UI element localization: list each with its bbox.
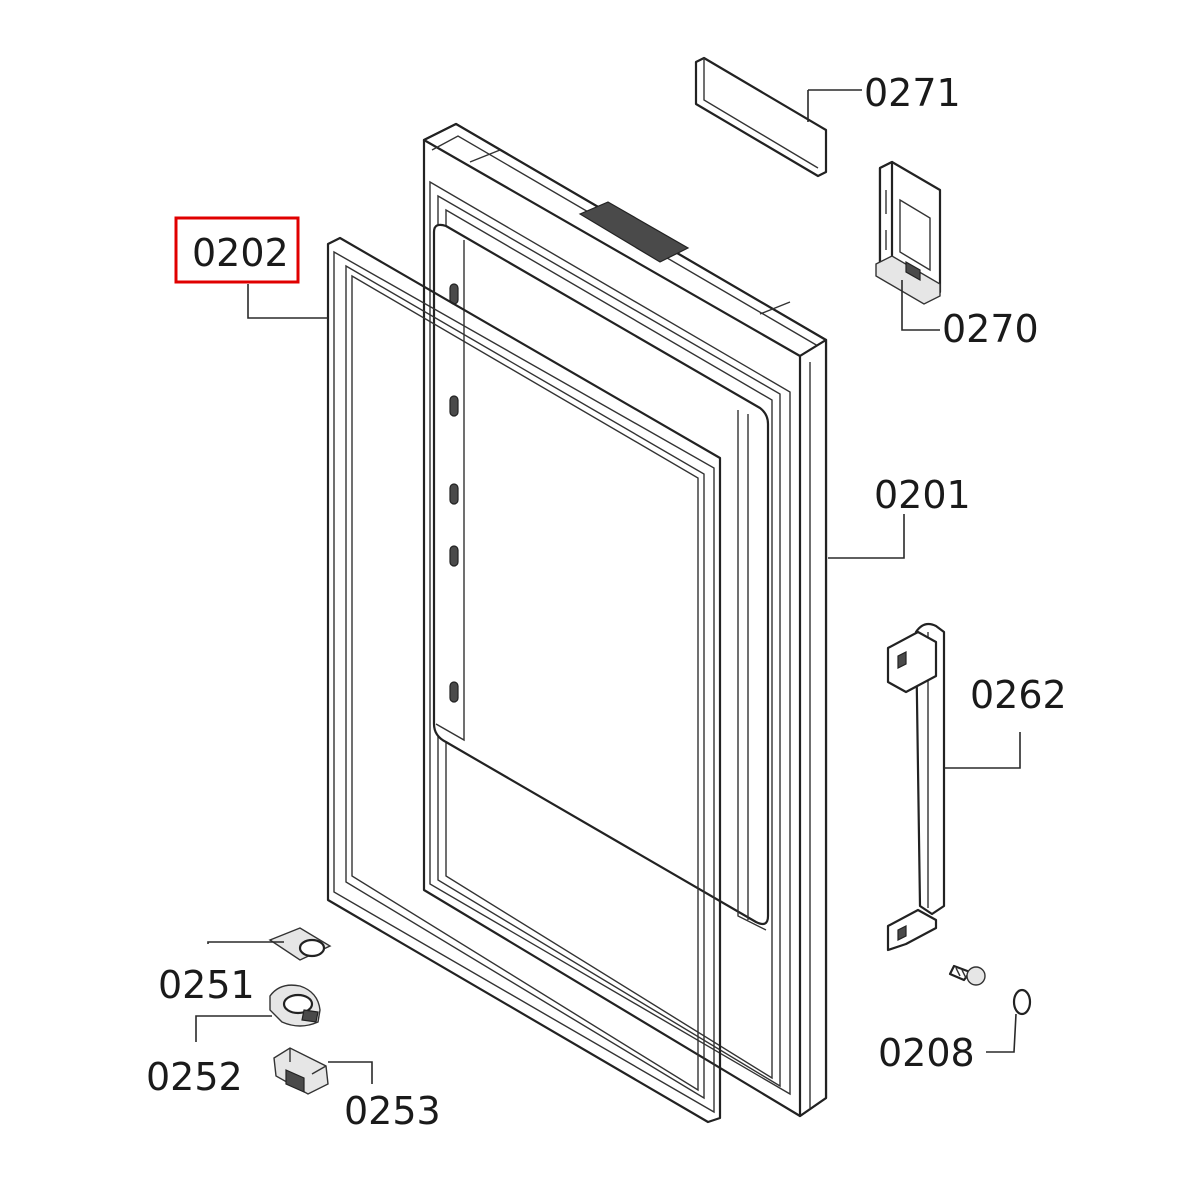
callout-0262[interactable]: 0262 (970, 673, 1067, 717)
cap-part (1012, 988, 1032, 1016)
callout-0270[interactable]: 0270 (942, 307, 1039, 351)
callout-0251[interactable]: 0251 (158, 963, 255, 1007)
hinge-pin-block-part (273, 1047, 329, 1095)
callout-0202-highlight-box (174, 216, 300, 284)
door-gasket-part (326, 236, 722, 1124)
door-frame-part (422, 122, 828, 1118)
callout-0208[interactable]: 0208 (878, 1031, 975, 1075)
callout-0253[interactable]: 0253 (344, 1089, 441, 1133)
callout-labels: 0271 0270 0202 0201 0262 0251 0252 0253 … (146, 71, 1067, 1133)
door-handle-part (886, 622, 946, 952)
trim-strip-part (694, 56, 828, 178)
screw-part (948, 964, 986, 986)
hinge-bracket-part (875, 160, 942, 305)
callout-0201[interactable]: 0201 (874, 473, 971, 517)
callout-0202[interactable]: 0202 (192, 231, 289, 275)
leader-lines (195, 89, 1021, 1084)
callout-0271[interactable]: 0271 (864, 71, 961, 115)
callout-0252[interactable]: 0252 (146, 1055, 243, 1099)
washer-plate-part (268, 927, 332, 961)
bushing-part (269, 984, 321, 1027)
